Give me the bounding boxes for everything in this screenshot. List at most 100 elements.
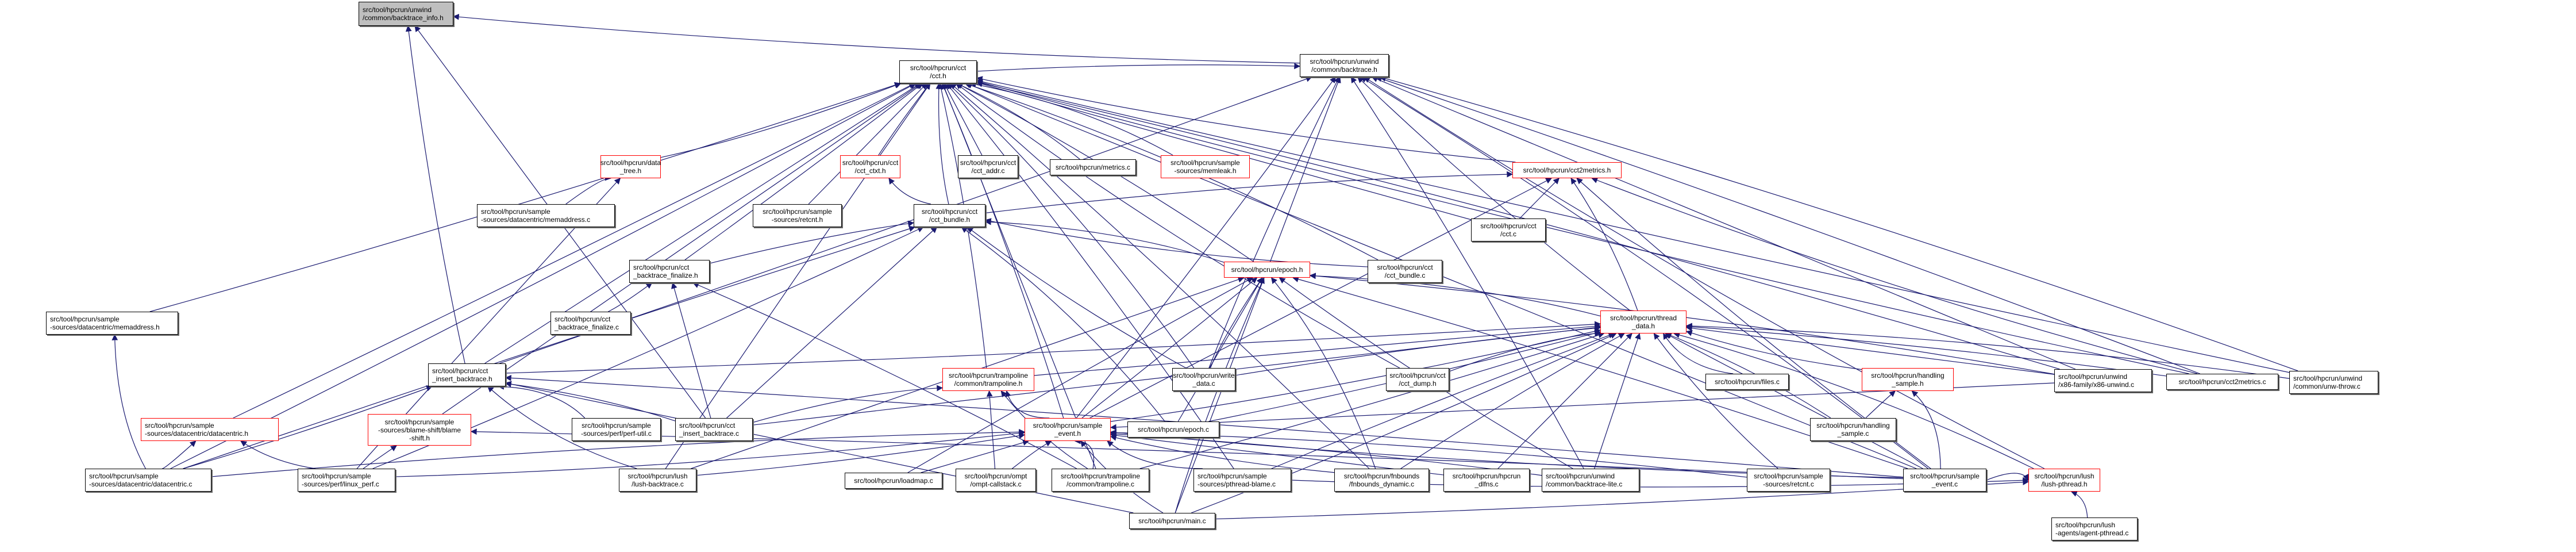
edge-cct2metrics-c-to-cct2metrics-h xyxy=(1591,177,2198,374)
node-cct-insert-backtrace-h[interactable]: src/tool/hpcrun/cct _insert_backtrace.h xyxy=(428,363,506,386)
node-memaddress-h[interactable]: src/tool/hpcrun/sample -sources/datacent… xyxy=(46,312,178,335)
edge-x86-unwind-c-to-epoch-h xyxy=(1309,273,2055,375)
edge-cct-backtrace-finalize-c-to-cct-backtrace-finalize-h xyxy=(608,282,653,312)
edge-cct-bundle-h-to-cct2metrics-h xyxy=(985,171,1514,214)
node-cct-insert-backtrace-c[interactable]: src/tool/hpcrun/cct _insert_backtrace.c xyxy=(675,418,753,441)
edge-hpcrun-dlfns-c-to-thread-data-h xyxy=(1497,333,1632,469)
edge-main-c-to-epoch-h xyxy=(1175,277,1265,513)
edge-thread-data-h-to-cct2metrics-h xyxy=(1570,178,1638,311)
node-trampoline-h[interactable]: src/tool/hpcrun/trampoline /common/tramp… xyxy=(942,368,1034,391)
node-sample-event-h[interactable]: src/tool/hpcrun/sample _event.h xyxy=(1025,418,1111,441)
node-cct2metrics-c[interactable]: src/tool/hpcrun/cct2metrics.c xyxy=(2166,374,2278,390)
edge-unw-throw-c-to-cct-h xyxy=(976,78,2290,373)
edge-cct-addr-c-to-cct-h xyxy=(944,83,983,156)
node-write-data-c[interactable]: src/tool/hpcrun/write _data.c xyxy=(1172,368,1235,391)
node-agent-pthread-c[interactable]: src/tool/hpcrun/lush -agents/agent-pthre… xyxy=(2051,518,2138,540)
edge-cct-insert-backtrace-c-to-cct-insert-backtrace-h xyxy=(505,381,676,421)
node-backtrace-lite-c[interactable]: src/tool/hpcrun/unwind /common/backtrace… xyxy=(1542,469,1639,492)
node-retcnt-h[interactable]: src/tool/hpcrun/sample -sources/retcnt.h xyxy=(753,204,842,227)
edge-sample-event-c-to-lush-pthread-h xyxy=(1986,473,2029,481)
node-lush-pthread-h[interactable]: src/tool/hpcrun/lush /lush-pthread.h xyxy=(2028,469,2100,492)
node-handling-sample-c[interactable]: src/tool/hpcrun/handling _sample.c xyxy=(1810,418,1896,441)
node-hpcrun-dlfns-c[interactable]: src/tool/hpcrun/hpcrun _dlfns.c xyxy=(1443,469,1530,492)
edge-datacentric-c-to-memaddress-h xyxy=(111,334,146,469)
edge-linux-perf-c-to-sample-event-h xyxy=(395,430,1026,477)
edge-sample-event-c-to-backtrace-h xyxy=(1360,76,1928,469)
edge-fnbounds-dynamic-c-to-thread-data-h xyxy=(1400,333,1625,469)
node-cct-h[interactable]: src/tool/hpcrun/cct /cct.h xyxy=(899,60,977,83)
edge-epoch-h-to-cct-bundle-h xyxy=(984,218,1225,263)
edge-cct-ctxt-h-to-cct-h xyxy=(878,83,930,156)
edge-cct2metrics-h-to-cct-h xyxy=(976,76,1516,163)
edge-sample-event-h-to-trampoline-h xyxy=(1005,390,1050,419)
node-cct-ctxt-h[interactable]: src/tool/hpcrun/cct /cct_ctxt.h xyxy=(840,155,900,178)
node-handling-sample-h[interactable]: src/tool/hpcrun/handling _sample.h xyxy=(1862,368,1954,391)
edge-trampoline-h-to-thread-data-h xyxy=(1034,323,1601,376)
edge-thread-data-h-to-backtrace-h xyxy=(1357,76,1631,311)
edge-handling-sample-h-to-thread-data-h xyxy=(1685,330,1862,370)
node-cct-bundle-h[interactable]: src/tool/hpcrun/cct /cct_bundle.h xyxy=(914,204,985,227)
edge-lush-pthread-h-to-thread-data-h xyxy=(1673,332,2034,469)
node-retcnt-c[interactable]: src/tool/hpcrun/sample -sources/retcnt.c xyxy=(1747,469,1830,492)
edge-backtrace-h-to-backtrace-info-h xyxy=(452,14,1300,64)
node-pthread-blame-c[interactable]: src/tool/hpcrun/sample -sources/pthread-… xyxy=(1193,469,1291,492)
node-datacentric-c[interactable]: src/tool/hpcrun/sample -sources/datacent… xyxy=(85,469,211,492)
node-trampoline-c[interactable]: src/tool/hpcrun/trampoline /common/tramp… xyxy=(1052,469,1149,492)
node-cct-bundle-c[interactable]: src/tool/hpcrun/cct /cct_bundle.c xyxy=(1368,260,1442,283)
node-epoch-h[interactable]: src/tool/hpcrun/epoch.h xyxy=(1224,262,1310,278)
edge-main-c-to-cct-insert-backtrace-h xyxy=(505,381,1134,513)
node-cct2metrics-h[interactable]: src/tool/hpcrun/cct2metrics.h xyxy=(1512,162,1622,178)
node-sample-event-c[interactable]: src/tool/hpcrun/sample _event.c xyxy=(1903,469,1986,492)
edge-cct-bundle-h-to-cct-ctxt-h xyxy=(888,178,931,205)
node-data-tree-h[interactable]: src/tool/hpcrun/data _tree.h xyxy=(600,155,661,178)
node-main-c[interactable]: src/tool/hpcrun/main.c xyxy=(1129,513,1215,529)
node-cct-addr-c[interactable]: src/tool/hpcrun/cct /cct_addr.c xyxy=(958,155,1018,178)
edge-cct-insert-backtrace-h-to-cct-h xyxy=(484,83,921,364)
edge-sample-event-h-to-backtrace-h xyxy=(1076,76,1336,419)
node-lush-backtrace-c[interactable]: src/tool/hpcrun/lush /lush-backtrace.c xyxy=(619,469,696,492)
node-perf-util-c[interactable]: src/tool/hpcrun/sample -sources/perf/per… xyxy=(572,418,661,441)
edge-cct-dump-h-to-thread-data-h xyxy=(1449,330,1601,372)
edge-backtrace-lite-c-to-thread-data-h xyxy=(1594,332,1641,469)
node-epoch-c[interactable]: src/tool/hpcrun/epoch.c xyxy=(1127,421,1219,438)
edge-handling-sample-c-to-thread-data-h xyxy=(1665,332,1831,419)
edge-write-data-c-to-cct-bundle-h xyxy=(967,227,1187,369)
node-files-c[interactable]: src/tool/hpcrun/files.c xyxy=(1705,374,1789,390)
edge-epoch-c-to-epoch-h xyxy=(1177,277,1263,422)
node-fnbounds-dynamic-c[interactable]: src/tool/hpcrun/fnbounds /fnbounds_dynam… xyxy=(1334,469,1429,492)
node-unw-throw-c[interactable]: src/tool/hpcrun/unwind /common/unw-throw… xyxy=(2289,371,2378,394)
node-memaddress-c[interactable]: src/tool/hpcrun/sample -sources/datacent… xyxy=(477,204,615,227)
edge-sample-event-h-to-cct2metrics-h xyxy=(1089,178,1552,419)
edge-thread-data-h-to-epoch-h xyxy=(1309,273,1601,317)
edge-cct-backtrace-finalize-h-to-cct-h xyxy=(684,83,923,260)
node-x86-unwind-c[interactable]: src/tool/hpcrun/unwind /x86-family/x86-u… xyxy=(2054,369,2152,392)
edge-cct-insert-backtrace-c-to-cct-backtrace-finalize-h xyxy=(671,282,711,419)
node-thread-data-h[interactable]: src/tool/hpcrun/thread _data.h xyxy=(1600,310,1686,334)
node-metrics-c[interactable]: src/tool/hpcrun/metrics.c xyxy=(1050,159,1136,175)
edge-retcnt-h-to-cct-h xyxy=(808,83,927,205)
edge-datacentric-c-to-cct-bundle-h xyxy=(183,225,915,469)
node-blame-shift-h[interactable]: src/tool/hpcrun/sample -sources/blame-sh… xyxy=(368,414,471,446)
node-datacentric-h[interactable]: src/tool/hpcrun/sample -sources/datacent… xyxy=(141,418,279,441)
node-linux-perf-c[interactable]: src/tool/hpcrun/sample -sources/perf/lin… xyxy=(298,469,395,492)
edge-retcnt-c-to-thread-data-h xyxy=(1653,333,1778,469)
node-ompt-callstack-c[interactable]: src/tool/hpcrun/ompt /ompt-callstack.c xyxy=(956,469,1036,492)
node-backtrace-h[interactable]: src/tool/hpcrun/unwind /common/backtrace… xyxy=(1300,54,1389,77)
node-cct-c[interactable]: src/tool/hpcrun/cct /cct.c xyxy=(1471,218,1546,241)
node-cct-backtrace-finalize-c[interactable]: src/tool/hpcrun/cct _backtrace_finalize.… xyxy=(550,312,631,335)
node-memleak-h[interactable]: src/tool/hpcrun/sample -sources/memleak.… xyxy=(1161,155,1250,178)
node-cct-dump-h[interactable]: src/tool/hpcrun/cct /cct_dump.h xyxy=(1386,368,1449,391)
node-cct-backtrace-finalize-h[interactable]: src/tool/hpcrun/cct _backtrace_finalize.… xyxy=(629,260,710,283)
edge-lush-pthread-h-to-backtrace-h xyxy=(1364,76,2045,469)
node-loadmap-c[interactable]: src/tool/hpcrun/loadmap.c xyxy=(845,473,942,489)
edge-lush-backtrace-c-to-cct-insert-backtrace-h xyxy=(487,386,637,469)
edge-pthread-blame-c-to-sample-event-h xyxy=(1107,440,1203,469)
edge-cct2metrics-c-to-thread-data-h xyxy=(1685,324,2167,377)
edge-fnbounds-dynamic-c-to-epoch-h xyxy=(1270,277,1376,469)
edge-unw-throw-c-to-backtrace-h xyxy=(1379,75,2298,371)
edge-cct-insert-backtrace-h-to-backtrace-info-h xyxy=(405,25,465,364)
edge-datacentric-h-to-cct-h xyxy=(233,83,915,419)
edge-datacentric-c-to-cct-h xyxy=(170,83,917,469)
edge-cct-insert-backtrace-c-to-cct-bundle-h xyxy=(726,227,938,419)
edge-fnbounds-dynamic-c-to-sample-event-h xyxy=(1110,435,1335,473)
